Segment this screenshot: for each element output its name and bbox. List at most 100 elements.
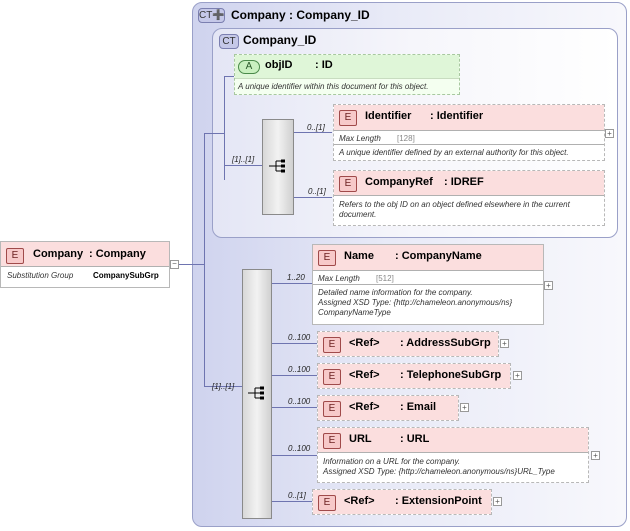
element-header [313, 490, 491, 514]
facet-value: [512] [376, 274, 394, 283]
element-icon: E [318, 250, 336, 266]
sequence-icon [269, 159, 285, 173]
element-ref: <Ref> [349, 369, 380, 381]
connector-line [170, 264, 204, 265]
element-type: : Identifier [430, 110, 484, 122]
element-documentation: Information on a URL for the company. [323, 457, 461, 466]
element-cardinality: 0..100 [288, 365, 311, 374]
expand-icon[interactable]: + [460, 403, 469, 412]
element-ref: <Ref> [349, 401, 380, 413]
connector-line [292, 132, 332, 133]
connector-line [224, 76, 225, 180]
element-name: URL [349, 433, 372, 445]
expand-icon[interactable]: + [493, 497, 502, 506]
element-name-block[interactable]: E Name : CompanyName Max Length [512] De… [312, 244, 544, 325]
element-cardinality: 0..100 [288, 444, 311, 453]
substitution-group-label: Substitution Group [7, 271, 74, 280]
element-header [318, 364, 510, 388]
sequence-compositor[interactable] [262, 119, 294, 215]
divider [1, 266, 169, 267]
element-email-ref[interactable]: E <Ref> : Email [317, 395, 459, 421]
element-telephone-ref[interactable]: E <Ref> : TelephoneSubGrp [317, 363, 511, 389]
root-element-company[interactable]: E Company : Company Substitution Group C… [0, 241, 170, 288]
element-icon: E [6, 248, 24, 264]
element-header [318, 396, 458, 420]
element-name: Name [344, 250, 374, 262]
element-header [334, 171, 604, 195]
attribute-icon: A [238, 60, 260, 74]
connector-line [292, 197, 332, 198]
element-icon: E [339, 110, 357, 126]
element-name: Company [33, 248, 84, 260]
element-type: : Company [89, 248, 146, 260]
element-name: : Email [400, 401, 437, 413]
element-icon: E [318, 495, 336, 511]
expand-icon[interactable]: + [591, 451, 600, 460]
element-type: : CompanyName [395, 250, 482, 262]
element-address-ref[interactable]: E <Ref> : AddressSubGrp [317, 331, 499, 357]
facet-label: Max Length [318, 274, 360, 283]
element-header [334, 105, 604, 130]
substitution-group-value: CompanySubGrp [93, 271, 159, 280]
connector-line [270, 283, 312, 284]
element-documentation: A unique identifier defined by an extern… [339, 148, 569, 157]
divider [318, 452, 588, 453]
element-documentation: Detailed name information for the compan… [318, 288, 473, 297]
element-header [1, 242, 169, 266]
attribute-type: : ID [315, 59, 333, 71]
connector-line [204, 133, 205, 387]
connector-line [204, 133, 224, 134]
element-cardinality: 0..[1] [308, 187, 326, 196]
divider [313, 270, 543, 271]
connector-line [270, 455, 317, 456]
element-name: CompanyRef [365, 176, 433, 188]
element-icon: E [323, 401, 341, 417]
divider [313, 284, 543, 285]
connector-line [270, 501, 312, 502]
element-icon: E [323, 433, 341, 449]
outer-frame-title: Company : Company_ID [231, 8, 370, 22]
element-ref: <Ref> [349, 337, 380, 349]
attribute-objid[interactable]: A objID : ID A unique identifier within … [234, 54, 460, 95]
collapse-icon[interactable]: − [170, 260, 179, 269]
sequence-cardinality: [1]..[1] [212, 382, 235, 391]
element-header [313, 245, 543, 270]
element-documentation: Assigned XSD Type: {http://chameleon.ano… [323, 467, 555, 476]
sequence-icon [248, 386, 264, 400]
divider [235, 78, 459, 79]
element-name: : AddressSubGrp [400, 337, 491, 349]
inner-frame-title: Company_ID [243, 33, 317, 47]
attribute-header [235, 55, 459, 78]
sequence-compositor[interactable] [242, 269, 272, 519]
expand-icon[interactable]: + [605, 129, 614, 138]
element-ref: <Ref> [344, 495, 375, 507]
element-header [318, 428, 588, 452]
element-icon: E [339, 176, 357, 192]
expand-icon[interactable]: + [544, 281, 553, 290]
element-cardinality: 0..100 [288, 333, 311, 342]
complex-type-icon: CT [219, 34, 239, 49]
facet-value: [128] [397, 134, 415, 143]
divider [334, 144, 604, 145]
element-cardinality: 1..20 [287, 273, 305, 282]
element-cardinality: 0..[1] [288, 491, 306, 500]
element-extension-ref[interactable]: E <Ref> : ExtensionPoint [312, 489, 492, 515]
element-name: : TelephoneSubGrp [400, 369, 502, 381]
element-cardinality: 0..100 [288, 397, 311, 406]
element-documentation: Assigned XSD Type: {http://chameleon.ano… [318, 298, 513, 307]
facet-label: Max Length [339, 134, 381, 143]
element-identifier[interactable]: E Identifier : Identifier Max Length [12… [333, 104, 605, 161]
element-type: : IDREF [444, 176, 484, 188]
expand-icon[interactable]: + [500, 339, 509, 348]
complex-type-badge-text: CT [199, 10, 213, 21]
attribute-documentation: A unique identifier within this document… [238, 82, 429, 91]
divider [334, 130, 604, 131]
element-companyref[interactable]: E CompanyRef : IDREF Refers to the obj I… [333, 170, 605, 226]
element-documentation: document. [339, 210, 377, 219]
element-url[interactable]: E URL : URL Information on a URL for the… [317, 427, 589, 483]
element-documentation: CompanyNameType [318, 308, 391, 317]
element-header [318, 332, 498, 356]
expand-icon[interactable]: + [513, 371, 522, 380]
sequence-cardinality: [1]..[1] [232, 155, 255, 164]
connector-line [270, 343, 317, 344]
